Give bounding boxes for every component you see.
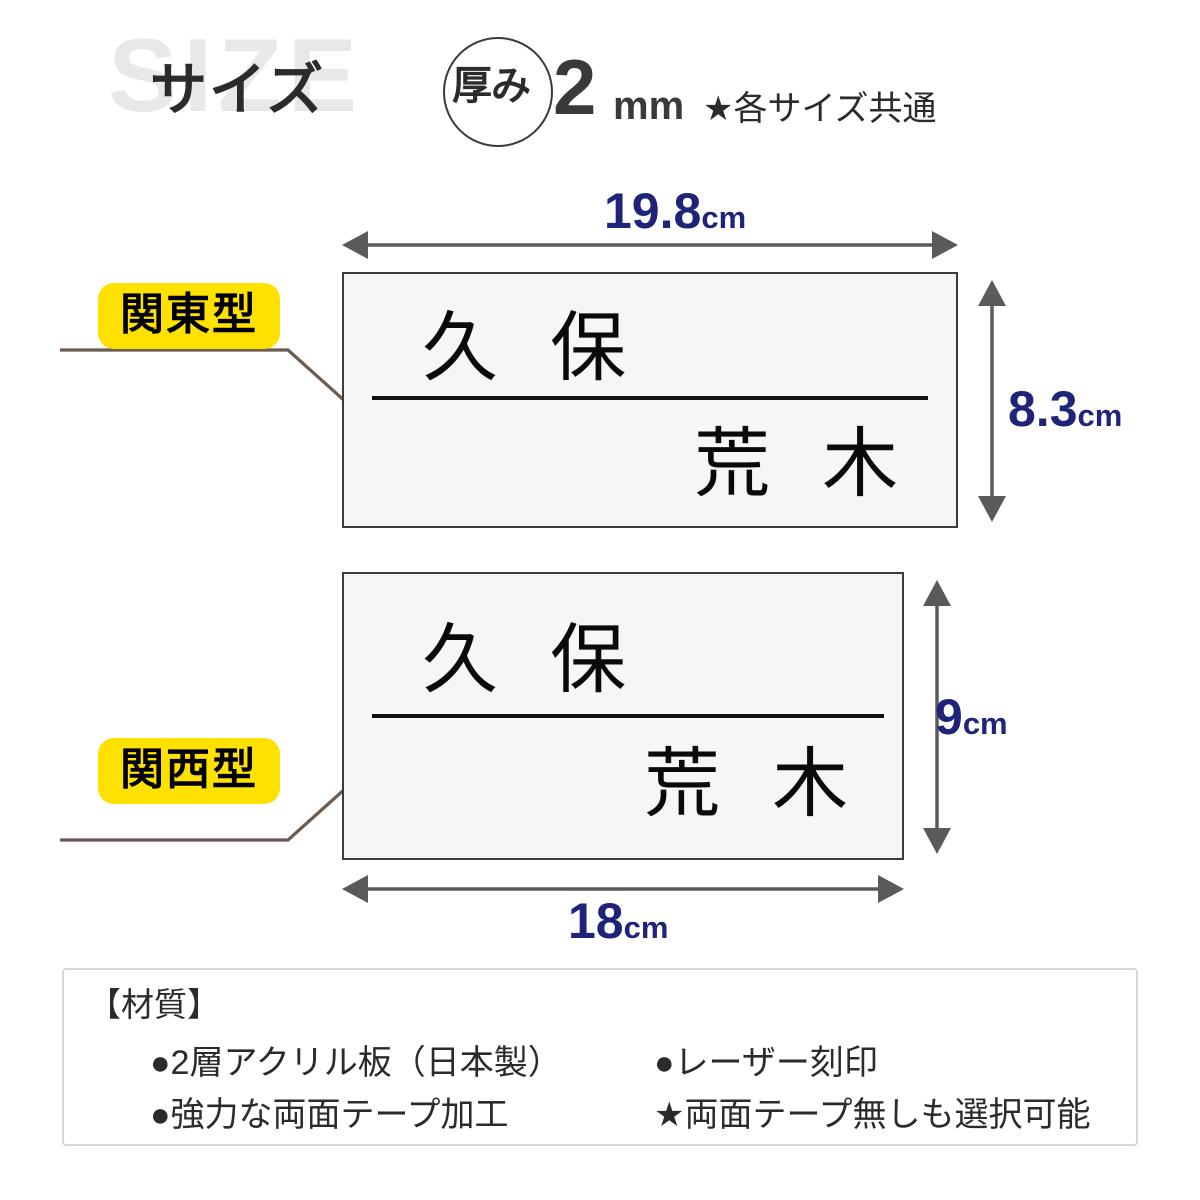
kanto-width-unit: cm — [701, 200, 747, 235]
kansai-height-dimension-label: 9cm — [935, 692, 1008, 742]
thickness-value: 2 — [553, 43, 597, 131]
kanto-width-value: 19.8 — [604, 183, 702, 239]
materials-title: 【材質】 — [88, 986, 220, 1023]
kansai-height-value: 9 — [935, 689, 963, 745]
material-item-tape: ●強力な両面テープ加工 — [150, 1096, 509, 1134]
thickness-unit: mm — [613, 84, 685, 128]
materials-panel: 【材質】 ●2層アクリル板（日本製） ●強力な両面テープ加工 ●レーザー刻印 ★… — [62, 968, 1138, 1146]
kansai-leader-line — [60, 786, 348, 842]
common-size-note: ★各サイズ共通 — [703, 90, 937, 128]
kanto-height-dimension-label: 8.3cm — [1008, 384, 1122, 434]
kansai-width-dimension-label: 18cm — [568, 896, 668, 946]
kanto-leader-line — [60, 348, 348, 404]
kansai-name-bottom: 荒 木 — [644, 739, 863, 828]
kanto-divider-rule — [372, 396, 928, 400]
kanto-width-arrow — [342, 231, 958, 259]
nameplate-kansai: 久 保 荒 木 — [342, 572, 904, 860]
material-item-laser: ●レーザー刻印 — [654, 1044, 878, 1082]
badge-kansai-type: 関西型 — [98, 738, 280, 804]
kansai-divider-rule — [372, 714, 884, 718]
kanto-height-arrow — [978, 280, 1006, 522]
material-item-acrylic: ●2層アクリル板（日本製） — [150, 1044, 562, 1082]
header-section: SIZE サイズ 厚み 2 mm ★各サイズ共通 — [0, 0, 1200, 170]
kanto-width-dimension-label: 19.8cm — [604, 186, 746, 236]
kansai-name-top: 久 保 — [422, 615, 641, 704]
size-heading-background-text: SIZE — [108, 18, 364, 134]
kansai-width-arrow — [342, 875, 904, 903]
kanto-name-bottom: 荒 木 — [694, 419, 913, 508]
badge-kanto-type: 関東型 — [98, 283, 280, 349]
size-heading-text: サイズ — [150, 58, 326, 122]
thickness-label: 厚み — [452, 64, 531, 108]
kansai-height-unit: cm — [962, 706, 1008, 741]
kansai-width-unit: cm — [623, 910, 669, 945]
kansai-width-value: 18 — [568, 893, 624, 949]
kanto-height-unit: cm — [1077, 398, 1123, 433]
kansai-height-arrow — [923, 580, 951, 854]
thickness-circle-outline — [443, 37, 553, 147]
material-item-no-tape-option: ★両面テープ無しも選択可能 — [654, 1096, 1091, 1134]
kanto-name-top: 久 保 — [422, 303, 641, 392]
kanto-height-value: 8.3 — [1008, 381, 1078, 437]
nameplate-kanto: 久 保 荒 木 — [342, 272, 958, 528]
